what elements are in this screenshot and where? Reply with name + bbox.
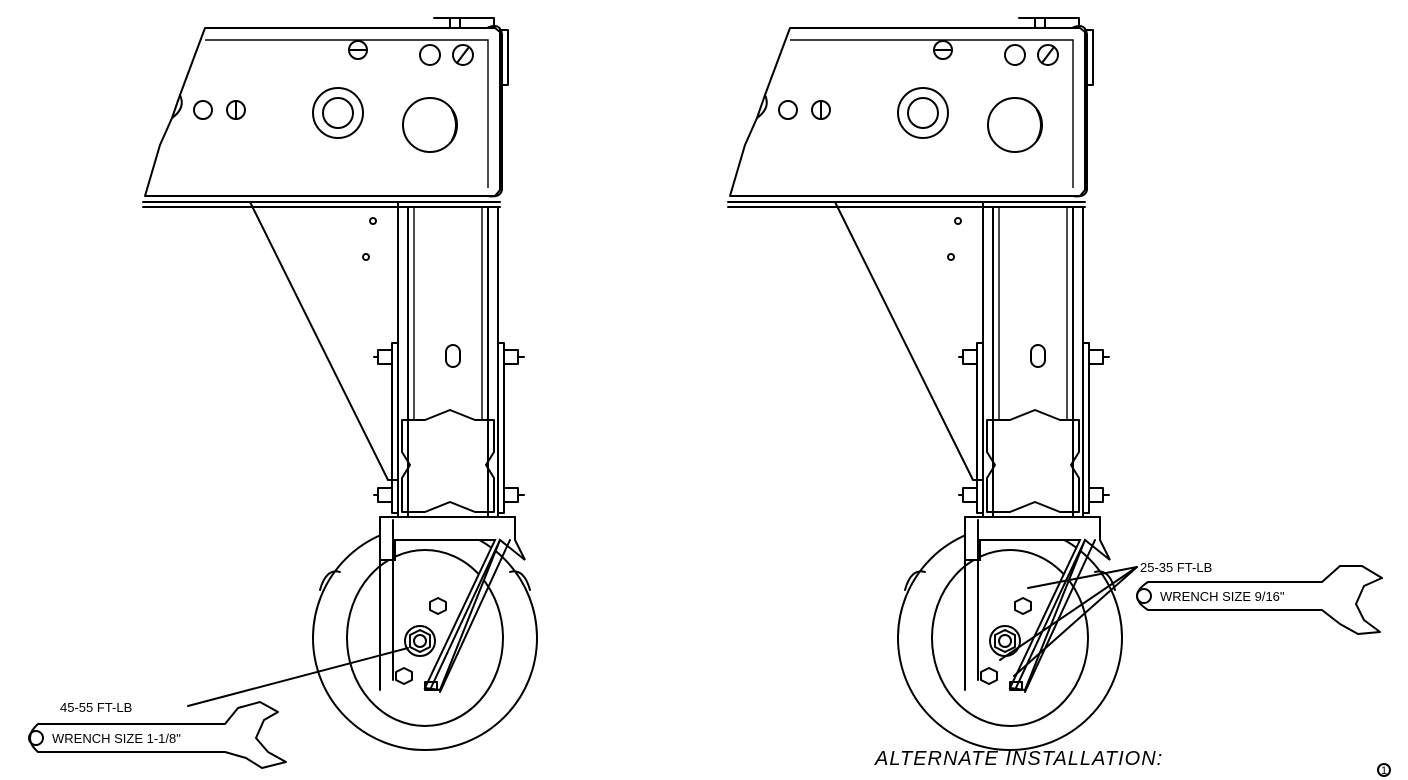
left-torque-label: 45-55 FT-LB: [60, 700, 132, 715]
right-caster-assembly: [727, 17, 1123, 751]
left-torque-leader: [187, 647, 409, 707]
right-wrench-label: WRENCH SIZE 9/16": [1160, 589, 1285, 604]
corner-mark-text: 1: [1381, 765, 1387, 777]
corner-mark-icon: [1377, 763, 1391, 777]
right-torque-leader-2: [999, 566, 1138, 661]
right-torque-label: 25-35 FT-LB: [1140, 560, 1212, 575]
left-caster-assembly: [142, 17, 538, 751]
left-wrench-hole-icon: [28, 730, 44, 746]
right-torque-leader-3: [1013, 566, 1138, 677]
right-torque-leader-1: [1027, 566, 1138, 589]
left-wrench-label: WRENCH SIZE 1-1/8": [52, 731, 181, 746]
alternate-installation-caption: ALTERNATE INSTALLATION:: [874, 748, 1163, 770]
right-wrench-hole-icon: [1136, 588, 1152, 604]
